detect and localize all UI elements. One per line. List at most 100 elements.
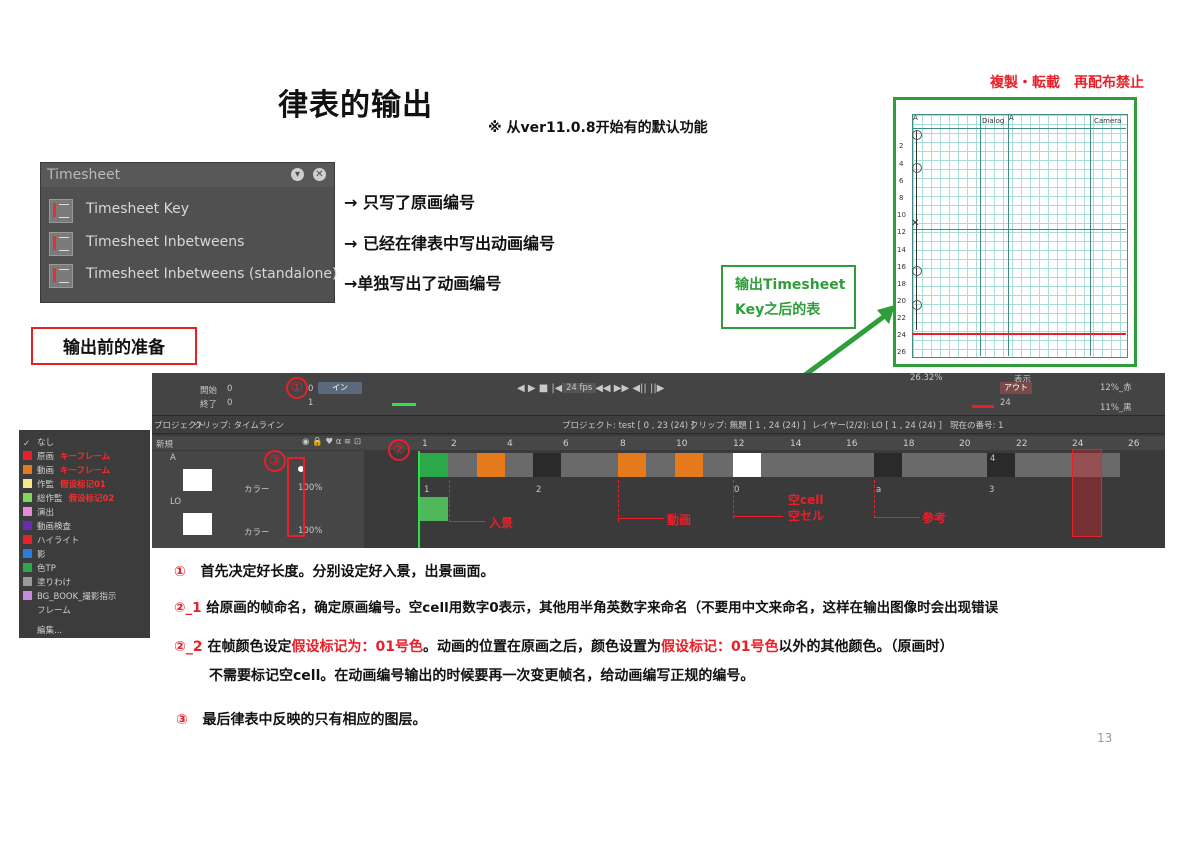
step-2-1: ②_1 给原画的帧命名，确定原画编号。空cell用数字0表示，其他用半角英数字来…: [174, 600, 999, 616]
layer-a-track[interactable]: [420, 453, 1120, 477]
row-number: 20: [897, 297, 906, 305]
project-info: プロジェクト: test [ 0 , 23 (24) ]: [562, 421, 695, 431]
color-item[interactable]: 原画キーフレーム: [23, 450, 110, 462]
key-cell-2[interactable]: [533, 453, 561, 477]
frame-color-list: ✓なし 原画キーフレーム 動画キーフレーム 作監假设标记01 総作監假设标记02…: [19, 430, 150, 638]
color-item[interactable]: BG_BOOK_撮影指示: [23, 590, 116, 602]
inbetween-cell[interactable]: [675, 453, 703, 477]
out-button[interactable]: アウト: [1000, 382, 1032, 394]
key-cell-1[interactable]: [420, 453, 448, 477]
frame-number: 12: [733, 439, 745, 449]
playhead[interactable]: [418, 451, 420, 548]
frame-number: 8: [620, 439, 626, 449]
empty-cell[interactable]: [733, 453, 761, 477]
color-item[interactable]: ✓なし: [23, 438, 55, 449]
annot-reference: 参考: [922, 511, 947, 525]
fps-select[interactable]: 24 fps: [562, 383, 597, 393]
start-value[interactable]: 0: [227, 384, 233, 394]
annot-entry: 入景: [489, 516, 514, 530]
menu-item-timesheet-standalone[interactable]: Timesheet Inbetweens (standalone): [49, 262, 337, 288]
row-number: 22: [897, 314, 906, 322]
output-timesheet-image: A A Dialog Camera 2 4 6 8 10 12 14 16 18…: [893, 97, 1137, 367]
key-marker: [912, 163, 922, 173]
cell-label: 0: [734, 485, 740, 495]
layer-lo-thumbnail[interactable]: [183, 513, 212, 535]
timesheet-icon: [49, 232, 73, 256]
layer-lo-track[interactable]: [420, 497, 448, 521]
desc-standalone: →单独写出了动画编号: [344, 274, 502, 293]
marker-1: ①: [286, 377, 308, 399]
chevron-down-icon[interactable]: ▾: [291, 168, 304, 181]
zoom-level[interactable]: 26.32%: [910, 373, 943, 383]
color-item[interactable]: 作監假设标记01: [23, 478, 106, 490]
color-item[interactable]: 総作監假设标记02: [23, 492, 114, 504]
frame-number: 16: [846, 439, 858, 449]
cell-label: 2: [536, 485, 542, 495]
menu-item-timesheet-key[interactable]: Timesheet Key: [49, 197, 331, 223]
row-number: 12: [897, 228, 906, 236]
dialog-label: Dialog: [982, 117, 1005, 125]
row-number: 26: [897, 348, 906, 356]
layer-lo-opacity[interactable]: 100%: [298, 526, 323, 536]
new-layer-label[interactable]: 新規: [156, 440, 174, 450]
layer-lo-name[interactable]: LO: [170, 497, 182, 507]
desc-inbetweens: → 已经在律表中写出动画编号: [344, 234, 555, 253]
range-indicator: [392, 403, 416, 406]
callout-line1: 输出Timesheet: [735, 277, 846, 293]
display-label: 表示: [1014, 375, 1032, 385]
color-item[interactable]: 編集...: [37, 626, 63, 636]
timeline-info-bar: プロジェクト クリップ: タイムライン プロジェクト: test [ 0 , 2…: [152, 415, 1165, 434]
color-item[interactable]: 動画検査: [23, 520, 71, 532]
copyright-note: 複製・転載 再配布禁止: [990, 75, 1144, 91]
color-item[interactable]: 影: [23, 548, 46, 560]
inbetween-cell[interactable]: [477, 453, 505, 477]
empty-cell-mark: ✕: [911, 218, 920, 229]
timesheet-menu-title: Timesheet: [47, 167, 121, 183]
menu-item-timesheet-inbetweens[interactable]: Timesheet Inbetweens: [49, 230, 331, 256]
current-number: 現在の番号: 1: [950, 421, 1004, 431]
layer-a-thumbnail[interactable]: [183, 469, 212, 491]
tab-project[interactable]: プロジェクト: [154, 421, 206, 431]
layer-a-name[interactable]: A: [170, 453, 176, 463]
frame-number: 6: [563, 439, 569, 449]
in-button[interactable]: イン: [318, 382, 362, 394]
frame-number: 14: [790, 439, 802, 449]
color-item[interactable]: 動画キーフレーム: [23, 464, 110, 476]
tab-clip-timeline[interactable]: クリップ: タイムライン: [194, 421, 284, 431]
timesheet-icon: [49, 264, 73, 288]
color-item[interactable]: 演出: [23, 506, 54, 518]
out-range-marker: [1072, 449, 1102, 537]
marker-3: ③: [264, 450, 286, 472]
color-item[interactable]: 色TP: [23, 562, 56, 574]
color-item[interactable]: フレーム: [37, 606, 71, 616]
close-icon[interactable]: ✕: [313, 168, 326, 181]
callout-line2: Key之后的表: [735, 302, 821, 318]
annot-inbetween: 動画: [667, 513, 692, 527]
layer-a-opacity[interactable]: 100%: [298, 483, 323, 493]
callout-arrow: [803, 305, 895, 378]
color-item[interactable]: 塗りわけ: [23, 576, 71, 588]
layer-tool-icons[interactable]: ◉ 🔒 ♥ α ≋ ⊡: [302, 437, 361, 447]
key-cell-3[interactable]: [987, 453, 1015, 477]
marker-3-frame: [287, 457, 305, 537]
key-marker: [912, 266, 922, 276]
page-title: 律表的输出: [278, 88, 433, 123]
step-2-2-line2: 不需要标记空cell。在动画编号输出的时候要再一次变更帧名，给动画编写正规的编号…: [209, 668, 755, 684]
layer-visibility-icon[interactable]: [298, 466, 304, 472]
in-value[interactable]: 0: [308, 384, 314, 394]
end-value[interactable]: 0: [227, 398, 233, 408]
inbetween-cell[interactable]: [618, 453, 646, 477]
cell-label: 3: [989, 485, 995, 495]
color-item[interactable]: ハイライト: [23, 534, 79, 546]
key-marker: [912, 300, 922, 310]
out-value[interactable]: 1: [308, 398, 314, 408]
out-frame-value[interactable]: 24: [1000, 398, 1011, 408]
key-cell-a[interactable]: [874, 453, 902, 477]
hold-line: [916, 130, 917, 330]
row-number: 18: [897, 280, 906, 288]
step-1: ① 首先决定好长度。分别设定好入景，出景画面。: [174, 564, 495, 580]
frame-number: 22: [1016, 439, 1028, 449]
timesheet-menu-header: Timesheet ▾ ✕: [41, 163, 334, 187]
menu-item-label: Timesheet Inbetweens (standalone): [86, 266, 338, 282]
frame-number: 24: [1072, 439, 1084, 449]
